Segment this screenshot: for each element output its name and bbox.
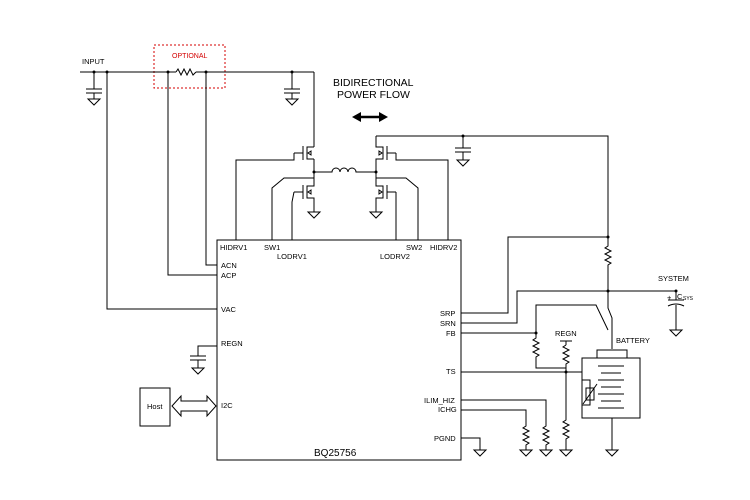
pin-acp: ACP bbox=[221, 271, 236, 280]
ground-icon bbox=[558, 449, 574, 457]
battery-path bbox=[607, 291, 613, 349]
pin-sw1: SW1 bbox=[264, 243, 280, 252]
fb-divider-top bbox=[535, 304, 609, 333]
power-flow-line1: BIDIRECTIONAL bbox=[333, 77, 414, 89]
regn-capacitor bbox=[190, 345, 217, 375]
csys-plus: + bbox=[667, 293, 672, 302]
bq25756-chip bbox=[216, 239, 462, 461]
pin-lodrv1: LODRV1 bbox=[277, 252, 307, 261]
charge-sense-resistor bbox=[603, 240, 613, 291]
vac-wire bbox=[106, 72, 217, 310]
pin-sw2: SW2 bbox=[406, 243, 422, 252]
ground-icon bbox=[538, 449, 554, 457]
pin-regn: REGN bbox=[221, 339, 243, 348]
ground-icon bbox=[518, 449, 534, 457]
i2c-bus-arrow-icon bbox=[171, 394, 217, 418]
junction-dot bbox=[606, 235, 610, 239]
bus-capacitor-1 bbox=[284, 72, 300, 106]
output-bus bbox=[376, 135, 609, 240]
pin-ts: TS bbox=[446, 367, 456, 376]
q3-mosfet bbox=[375, 136, 396, 172]
hidrv1-wire bbox=[235, 153, 295, 240]
sw2-wire bbox=[376, 177, 419, 240]
pin-srn: SRN bbox=[440, 319, 456, 328]
bidirectional-arrow-icon bbox=[352, 112, 388, 122]
lodrv1-wire bbox=[291, 191, 295, 240]
pin-ichg: ICHG bbox=[438, 405, 457, 414]
pin-vac: VAC bbox=[221, 305, 236, 314]
srn-wire bbox=[461, 290, 676, 324]
chip-name: BQ25756 bbox=[314, 448, 357, 459]
pgnd-wire bbox=[461, 437, 481, 450]
power-flow-line2: POWER FLOW bbox=[337, 89, 410, 101]
pin-pgnd: PGND bbox=[434, 434, 456, 443]
input-label: INPUT bbox=[82, 57, 105, 66]
regn-ext-wire bbox=[560, 340, 572, 345]
pin-ilim-hiz: ILIM_HIZ bbox=[424, 396, 455, 405]
battery-label: BATTERY bbox=[616, 336, 650, 345]
ground-icon bbox=[472, 449, 488, 457]
bus-capacitor-2 bbox=[455, 136, 471, 167]
host-box bbox=[139, 387, 171, 427]
ts-top-resistor bbox=[561, 344, 571, 372]
hidrv2-wire bbox=[395, 153, 449, 240]
q2-mosfet bbox=[294, 172, 322, 219]
acn-wire bbox=[205, 72, 217, 266]
ilim-wire bbox=[461, 399, 551, 450]
pin-acn: ACN bbox=[221, 261, 237, 270]
acp-wire bbox=[167, 72, 217, 276]
sense-resistor bbox=[175, 67, 197, 77]
q4-mosfet bbox=[368, 172, 396, 219]
system-label: SYSTEM bbox=[658, 274, 689, 283]
ts-bottom-resistor bbox=[561, 372, 571, 450]
pin-i2c: I2C bbox=[221, 401, 233, 410]
ichg-wire bbox=[461, 409, 531, 450]
pin-hidrv2: HIDRV2 bbox=[430, 243, 457, 252]
sw1-wire bbox=[271, 177, 314, 240]
csys-label: C bbox=[677, 292, 683, 301]
optional-box bbox=[153, 44, 226, 89]
regn-ext-label: REGN bbox=[555, 329, 577, 338]
csys-sub: SYS bbox=[683, 296, 694, 302]
fb-resistor bbox=[531, 333, 566, 369]
host-label: Host bbox=[147, 402, 163, 411]
inductor bbox=[314, 167, 376, 173]
pin-lodrv2: LODRV2 bbox=[380, 252, 410, 261]
csys-capacitor bbox=[667, 291, 685, 337]
srp-wire bbox=[461, 236, 608, 314]
pin-srp: SRP bbox=[440, 309, 455, 318]
pin-hidrv1: HIDRV1 bbox=[220, 243, 247, 252]
battery-icon bbox=[581, 349, 641, 457]
input-capacitor bbox=[86, 72, 102, 106]
optional-label: OPTIONAL bbox=[172, 53, 208, 60]
junction-dot bbox=[312, 170, 316, 174]
q1-mosfet bbox=[294, 146, 315, 172]
pin-fb: FB bbox=[446, 329, 456, 338]
